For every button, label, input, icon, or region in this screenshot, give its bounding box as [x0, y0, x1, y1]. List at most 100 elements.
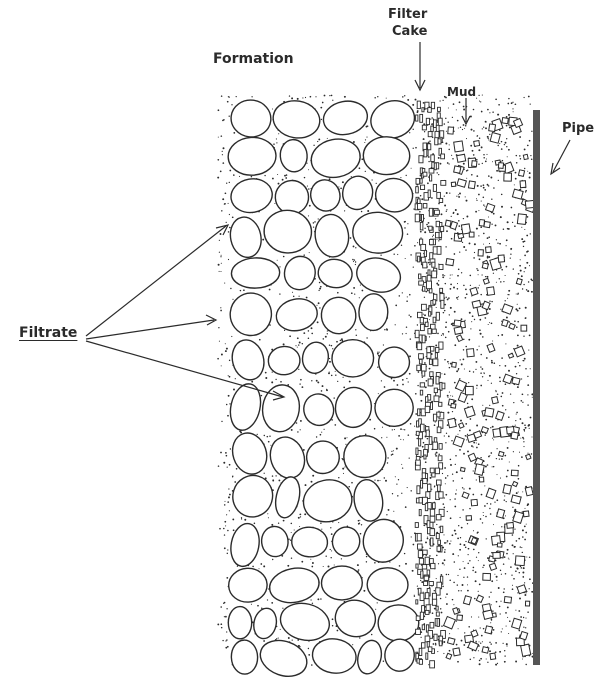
- stipple-dot: [342, 377, 343, 378]
- formation-grain: [308, 135, 364, 181]
- formation-grain: [227, 521, 262, 569]
- formation-label: Formation: [213, 52, 294, 67]
- stipple-dot: [220, 233, 222, 235]
- formation-grain: [228, 471, 278, 522]
- stipple-dot: [512, 585, 513, 586]
- stipple-dot: [463, 163, 465, 165]
- stipple-dot: [522, 288, 523, 289]
- stipple-dot: [490, 622, 491, 623]
- stipple-dot: [514, 320, 516, 322]
- stipple-dot: [476, 442, 477, 443]
- cake-particle: [441, 154, 445, 159]
- mud-particle: [465, 386, 473, 394]
- stipple-dot: [352, 644, 353, 645]
- stipple-dot: [485, 466, 487, 468]
- stipple-dot: [505, 612, 507, 614]
- stipple-dot: [504, 655, 505, 656]
- stipple-dot: [489, 300, 490, 301]
- stipple-dot: [490, 177, 492, 179]
- stipple-dot: [479, 285, 480, 286]
- stipple-dot: [290, 540, 291, 541]
- stipple-dot: [481, 146, 483, 148]
- stipple-dot: [516, 540, 518, 542]
- stipple-dot: [508, 441, 509, 442]
- cake-particle: [439, 444, 442, 450]
- stipple-dot: [265, 377, 267, 379]
- stipple-dot: [444, 564, 445, 565]
- stipple-dot: [483, 564, 485, 566]
- stipple-dot: [449, 650, 451, 652]
- mud-particle: [446, 259, 454, 266]
- stipple-dot: [501, 269, 503, 271]
- stipple-dot: [426, 272, 428, 274]
- stipple-dot: [404, 95, 405, 96]
- stipple-dot: [531, 436, 532, 437]
- stipple-dot: [308, 337, 310, 339]
- stipple-dot: [427, 536, 428, 537]
- stipple-dot: [507, 447, 509, 449]
- stipple-dot: [450, 464, 452, 466]
- cake-particle: [422, 108, 424, 112]
- stipple-dot: [417, 324, 418, 325]
- stipple-dot: [484, 206, 485, 207]
- stipple-dot: [398, 479, 399, 480]
- stipple-dot: [345, 444, 346, 445]
- cake-particle: [441, 181, 446, 186]
- stipple-dot: [406, 333, 407, 334]
- stipple-dot: [489, 112, 490, 113]
- stipple-dot: [456, 620, 457, 621]
- stipple-dot: [465, 196, 466, 197]
- stipple-dot: [478, 235, 479, 236]
- stipple-dot: [425, 425, 426, 426]
- stipple-dot: [481, 111, 482, 112]
- stipple-dot: [467, 450, 469, 452]
- stipple-dot: [514, 225, 516, 227]
- formation-grain: [306, 176, 344, 215]
- stipple-dot: [475, 571, 477, 573]
- stipple-dot: [487, 662, 488, 663]
- stipple-dot: [311, 566, 313, 568]
- stipple-dot: [450, 307, 452, 309]
- stipple-dot: [524, 271, 525, 272]
- stipple-dot: [476, 388, 477, 389]
- stipple-dot: [308, 641, 309, 642]
- stipple-dot: [492, 466, 493, 467]
- stipple-dot: [519, 452, 520, 453]
- stipple-dot: [330, 527, 331, 528]
- stipple-dot: [495, 390, 496, 391]
- stipple-dot: [314, 221, 316, 223]
- stipple-dot: [504, 495, 505, 496]
- stipple-dot: [491, 620, 492, 621]
- mud-particle: [512, 481, 517, 486]
- stipple-dot: [429, 264, 431, 266]
- stipple-dot: [223, 119, 225, 121]
- stipple-dot: [272, 108, 273, 109]
- stipple-dot: [407, 487, 408, 488]
- stipple-dot: [344, 210, 345, 211]
- stipple-dot: [500, 396, 502, 398]
- cake-particle: [430, 240, 434, 245]
- stipple-dot: [505, 142, 507, 144]
- stipple-dot: [484, 505, 486, 507]
- stipple-dot: [476, 479, 477, 480]
- stipple-dot: [233, 132, 235, 134]
- stipple-dot: [482, 336, 484, 338]
- stipple-dot: [306, 297, 308, 299]
- cake-particle: [424, 149, 427, 157]
- cake-particle: [428, 270, 430, 275]
- stipple-dot: [251, 604, 252, 605]
- stipple-dot: [485, 317, 486, 318]
- stipple-dot: [504, 588, 505, 589]
- stipple-dot: [469, 242, 471, 244]
- cake-particle: [437, 427, 441, 433]
- stipple-dot: [446, 230, 448, 232]
- stipple-dot: [359, 297, 360, 298]
- stipple-dot: [423, 524, 425, 526]
- stipple-dot: [445, 494, 447, 496]
- stipple-dot: [484, 189, 486, 191]
- cake-particle: [433, 359, 438, 366]
- stipple-dot: [420, 237, 421, 238]
- stipple-dot: [440, 163, 442, 165]
- stipple-dot: [229, 214, 230, 215]
- stipple-dot: [322, 385, 324, 387]
